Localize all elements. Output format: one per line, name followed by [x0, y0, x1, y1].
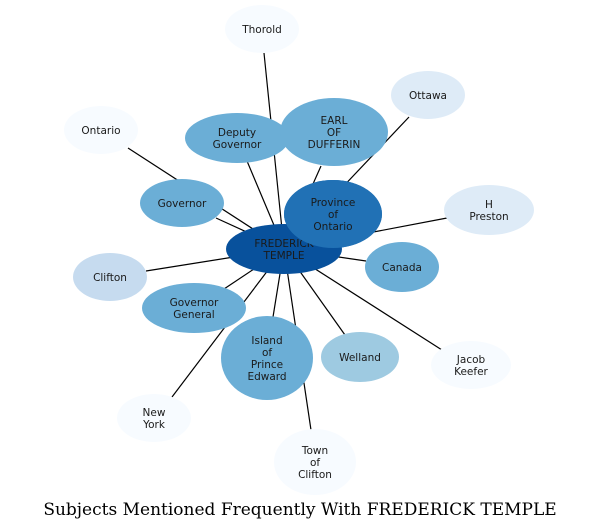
node-label: Governor	[170, 297, 219, 309]
node-ellipse	[142, 283, 246, 333]
node-label: Welland	[339, 352, 381, 364]
node-label: Edward	[247, 371, 286, 383]
node-ellipse	[280, 98, 388, 166]
node-label: Ontario	[81, 125, 120, 137]
node-label: DUFFERIN	[308, 139, 361, 151]
node-ontario[interactable]: Ontario	[64, 106, 138, 154]
node-label: Canada	[382, 262, 422, 274]
node-label: of	[262, 347, 272, 359]
node-ellipse	[221, 316, 313, 400]
node-ellipse	[225, 5, 299, 53]
node-label: General	[173, 309, 214, 321]
node-label: EARL	[321, 115, 348, 127]
node-ellipse	[185, 113, 289, 163]
node-label: of	[328, 209, 338, 221]
diagram-title: Subjects Mentioned Frequently With FREDE…	[43, 500, 557, 520]
node-label: Ontario	[313, 221, 352, 233]
node-label: OF	[327, 127, 341, 139]
node-label: Governor	[213, 139, 262, 151]
node-label: TEMPLE	[263, 250, 305, 262]
node-label: Province	[311, 197, 356, 209]
node-ellipse	[365, 242, 439, 292]
node-label: Prince	[251, 359, 283, 371]
node-ellipse	[444, 185, 534, 235]
node-canada[interactable]: Canada	[365, 242, 439, 292]
node-label: Jacob	[456, 354, 486, 366]
node-label: Thorold	[241, 24, 282, 36]
node-ottawa[interactable]: Ottawa	[391, 71, 465, 119]
node-ellipse	[64, 106, 138, 154]
node-label: Governor	[158, 198, 207, 210]
node-ellipse	[117, 394, 191, 442]
node-label: Keefer	[454, 366, 488, 378]
node-ellipse	[431, 341, 511, 389]
node-label: Preston	[469, 211, 508, 223]
node-label: Ottawa	[409, 90, 447, 102]
node-label: Clifton	[298, 469, 332, 481]
node-thorold[interactable]: Thorold	[225, 5, 299, 53]
node-ellipse	[391, 71, 465, 119]
node-label: of	[310, 457, 320, 469]
node-label: H	[485, 199, 493, 211]
node-welland[interactable]: Welland	[321, 332, 399, 382]
node-ellipse	[140, 179, 224, 227]
node-ellipse	[274, 429, 356, 495]
node-label: Town	[301, 445, 328, 457]
node-label: FREDERICK	[254, 238, 314, 250]
node-label: Island	[251, 335, 282, 347]
node-ellipse	[73, 253, 147, 301]
node-governor[interactable]: Governor	[140, 179, 224, 227]
node-label: New	[143, 407, 166, 419]
node-label: Clifton	[93, 272, 127, 284]
node-label: Deputy	[218, 127, 256, 139]
node-label: York	[142, 419, 166, 431]
node-ellipse	[284, 180, 382, 248]
node-clifton[interactable]: Clifton	[73, 253, 147, 301]
node-ellipse	[321, 332, 399, 382]
